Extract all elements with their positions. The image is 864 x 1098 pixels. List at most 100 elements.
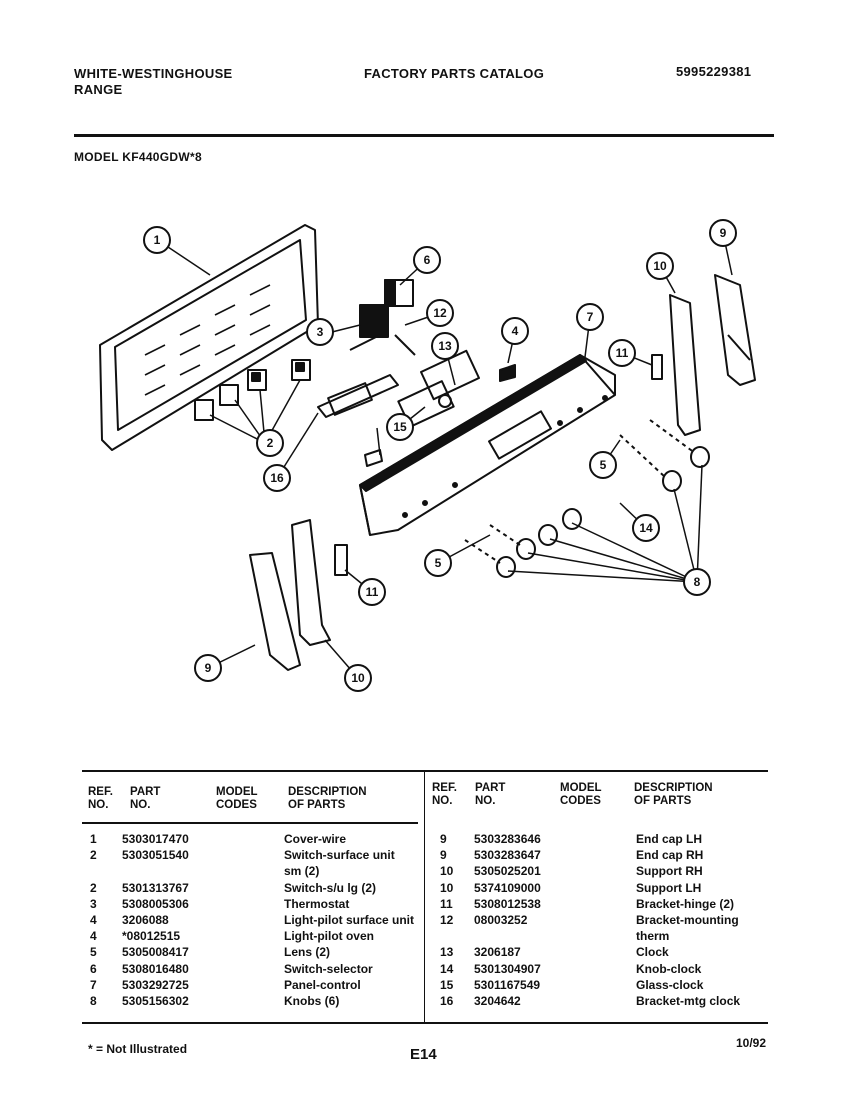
ref-cell: 10 (440, 864, 454, 879)
header-rule (74, 134, 774, 137)
thermostat-part (349, 304, 416, 356)
part-number-cell: 5303283646 (474, 832, 541, 846)
brand-line-1: WHITE-WESTINGHOUSE (74, 66, 233, 81)
part-number-cell: 5308005306 (122, 896, 189, 911)
part-number-cell: 5301313767 (122, 880, 189, 895)
ref-cell: 16 (440, 993, 454, 1008)
description-cell: Cover-wire (284, 832, 347, 846)
callout-5-left: 5 (435, 556, 442, 570)
callout-6: 6 (424, 253, 431, 267)
table-row: 5 5305008417 Lens (2) (82, 944, 422, 960)
table-row: 2 5303051540 Switch-surface unit (82, 847, 422, 863)
ref-cell: 5 (90, 945, 97, 960)
description-cell: Knob-clock (636, 961, 702, 976)
callout-4: 4 (512, 324, 519, 338)
callout-8: 8 (694, 575, 701, 589)
table-row: therm (428, 928, 768, 944)
description-cell: Thermostat (284, 896, 350, 911)
ref-cell: 6 (90, 961, 97, 976)
ref-cell: 2 (90, 848, 97, 863)
ref-cell: 14 (440, 961, 454, 976)
callout-12: 12 (433, 306, 447, 320)
table-row: 16 3204642 Bracket-mtg clock (428, 993, 768, 1009)
part-number-cell: 5301167549 (474, 977, 541, 992)
description-cell: Lens (2) (284, 945, 331, 960)
exploded-parts-diagram: 1 2 3 4 5 5 6 7 8 9 9 10 10 11 11 12 13 … (99, 219, 756, 692)
table-row: 1 5303017470 Cover-wire (82, 831, 422, 847)
ref-cell: 7 (90, 977, 97, 992)
part-number-cell: 5305156302 (122, 993, 189, 1008)
callout-7: 7 (587, 310, 594, 324)
left-support-part (249, 519, 348, 671)
part-number-cell: 3206088 (122, 912, 169, 927)
table-row: 4 3206088 Light-pilot surface unit (82, 912, 422, 928)
revision-date: 10/92 (736, 1036, 767, 1050)
part-number-cell: 5308012538 (474, 896, 541, 911)
ref-cell: 12 (440, 912, 454, 927)
table-bottom-rule (82, 1022, 768, 1024)
part-number-cell: 5308016480 (122, 961, 189, 976)
table-row: 10 5374109000 Support LH (428, 880, 768, 896)
description-cell: Switch-surface unit (284, 848, 395, 863)
clock-part (397, 349, 480, 428)
model-label: MODEL KF440GDW*8 (74, 150, 202, 164)
part-number-cell: 08003252 (474, 912, 528, 927)
part-number-cell: 5305008417 (122, 945, 189, 960)
catalog-number: 5995229381 (676, 64, 752, 79)
description-cell: Glass-clock (636, 977, 704, 992)
callout-9-left: 9 (205, 661, 212, 675)
not-illustrated-note: * = Not Illustrated (88, 1042, 188, 1056)
description-cell: End cap RH (636, 848, 704, 863)
part-number-cell: 5305025201 (474, 864, 541, 879)
pilot-light-part (364, 364, 516, 467)
description-cell: End cap LH (636, 832, 703, 846)
selector-switch-part (384, 279, 414, 307)
ref-cell: 10 (440, 880, 454, 895)
table-row: 4 *08012515 Light-pilot oven (82, 928, 422, 944)
ref-cell: 4 (90, 912, 97, 927)
ref-cell: 8 (90, 993, 97, 1008)
part-number-cell: 5303292725 (122, 977, 189, 992)
ref-cell: 1 (90, 832, 97, 846)
part-number-cell: *08012515 (122, 929, 181, 944)
callout-10: 10 (653, 259, 667, 273)
part-number-cell: 5374109000 (474, 880, 541, 895)
part-number-cell: 3204642 (474, 993, 521, 1008)
description-cell: therm (636, 929, 670, 944)
description-cell: Switch-selector (284, 961, 373, 976)
callout-11: 11 (616, 346, 629, 360)
description-cell: Knobs (6) (284, 993, 340, 1008)
header-divider-left (82, 822, 418, 824)
description-cell: Light-pilot oven (284, 929, 374, 944)
ref-cell: 3 (90, 896, 97, 911)
part-number-cell: 5303051540 (122, 848, 189, 863)
clock-bracket-part (317, 374, 399, 418)
part-number-cell: 5303017470 (122, 832, 189, 846)
catalog-title: FACTORY PARTS CATALOG (364, 66, 545, 81)
ref-cell: 11 (440, 896, 453, 911)
ref-cell: 4 (90, 929, 97, 944)
description-cell: Light-pilot surface unit (284, 912, 414, 927)
callout-9: 9 (720, 226, 727, 240)
description-cell: Clock (636, 945, 669, 960)
table-row: 3 5308005306 Thermostat (82, 896, 422, 912)
description-cell: Support LH (636, 880, 702, 895)
callout-2: 2 (267, 436, 274, 450)
column-divider (424, 772, 425, 1022)
description-cell: Bracket-mtg clock (636, 993, 741, 1008)
